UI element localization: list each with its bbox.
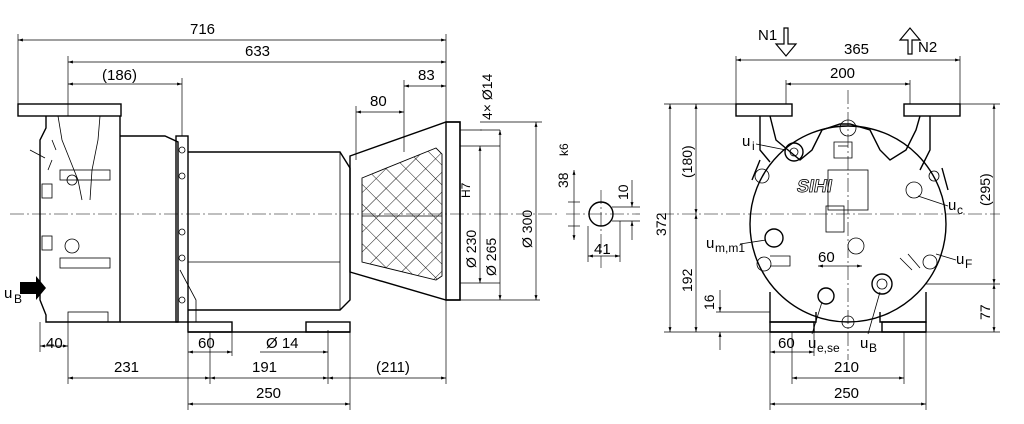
port-uc-label: u xyxy=(948,197,956,214)
nameplate xyxy=(827,169,869,211)
dim-231-text: 231 xyxy=(114,359,139,376)
dim-80-text: 80 xyxy=(370,93,387,110)
port-umm1-circle xyxy=(764,228,784,248)
dim-633-text: 633 xyxy=(245,43,270,60)
dim-16-text: 16 xyxy=(701,294,717,310)
n1-arrow xyxy=(774,27,798,57)
port-ub-label: u xyxy=(860,335,868,352)
flange-n1 xyxy=(735,103,793,117)
dim-60-inner-text: 60 xyxy=(818,249,835,266)
side-view: u B 716 633 (186) 83 80 4× Ø14 Ø 230 H7 … xyxy=(4,21,560,410)
port-uc-sub: c xyxy=(957,203,963,217)
port-ui-label: u xyxy=(742,133,750,150)
pump-body xyxy=(120,135,179,323)
dim-77-text: 77 xyxy=(977,304,993,320)
port-umm1-label: u xyxy=(706,235,714,252)
casing-disc xyxy=(749,125,947,323)
port-uf-sub: F xyxy=(965,257,972,271)
n1-label: N1 xyxy=(758,27,777,44)
dim-d230-text: Ø 230 xyxy=(463,230,479,268)
dim-250-end-text: 250 xyxy=(834,385,859,402)
port-ub-circle xyxy=(871,273,893,295)
ub-inlet-arrow xyxy=(20,276,46,300)
shaft-detail: 38 k6 10 41 xyxy=(555,143,640,268)
flange-n2 xyxy=(903,103,961,117)
bearing-housing xyxy=(188,151,351,311)
dim-41-text: 41 xyxy=(594,241,611,258)
dim-d300-text: Ø 300 xyxy=(519,210,535,248)
hole-14-text: Ø 14 xyxy=(266,335,299,352)
n2-label: N2 xyxy=(918,39,937,56)
foot-left xyxy=(187,321,233,333)
dim-191-text: 191 xyxy=(252,359,277,376)
port-ui-sub: i xyxy=(752,139,755,153)
dim-186-text: (186) xyxy=(102,67,137,84)
dim-60-side-text: 60 xyxy=(198,335,215,352)
port-umm1-sub: m,m1 xyxy=(715,241,745,255)
dim-d265-text: Ø 265 xyxy=(483,238,499,276)
dim-210-text: 210 xyxy=(834,359,859,376)
end-view: SIHI N1 N2 365 200 372 (180) 192 16 xyxy=(653,27,1000,410)
inlet-flange xyxy=(17,103,122,117)
port-ui-circle xyxy=(784,142,804,162)
dim-372-text: 372 xyxy=(653,212,669,236)
port-uese-label: u xyxy=(808,335,816,352)
port-uese-sub: e,se xyxy=(817,341,840,355)
dim-83-text: 83 xyxy=(418,67,435,84)
sihi-logo: SIHI xyxy=(795,176,833,196)
dim-10-text: 10 xyxy=(615,184,631,200)
port-uf-label: u xyxy=(956,251,964,268)
casing-bolts xyxy=(41,169,111,323)
dim-295-text: (295) xyxy=(977,173,993,206)
port-ub-sub: B xyxy=(869,341,877,355)
bolt-holes-text: 4× Ø14 xyxy=(479,73,495,120)
dim-365-text: 365 xyxy=(844,41,869,58)
dim-38-text: 38 xyxy=(555,172,571,188)
ub-label-sub: B xyxy=(14,292,22,306)
dim-250-side-text: 250 xyxy=(256,385,281,402)
pump-casing-left xyxy=(39,116,121,323)
dim-60-end-text: 60 xyxy=(778,335,795,352)
support-bracket xyxy=(179,269,197,322)
dim-40-text: 40 xyxy=(46,335,63,352)
guard-mesh xyxy=(361,147,443,281)
dim-d230-tol: H7 xyxy=(459,182,473,198)
n2-arrow xyxy=(898,27,922,55)
dim-38-tol: k6 xyxy=(557,143,571,156)
dim-192-text: 192 xyxy=(679,268,695,292)
casing-ribs xyxy=(57,115,101,201)
motor-flange xyxy=(445,121,461,301)
ub-label: u xyxy=(4,285,12,302)
dim-211-text: (211) xyxy=(376,359,410,376)
dim-200-text: 200 xyxy=(830,65,855,82)
dim-716-text: 716 xyxy=(190,21,215,38)
casing-details xyxy=(29,139,57,171)
port-uese-circle xyxy=(817,287,835,305)
dim-180-text: (180) xyxy=(679,145,695,178)
